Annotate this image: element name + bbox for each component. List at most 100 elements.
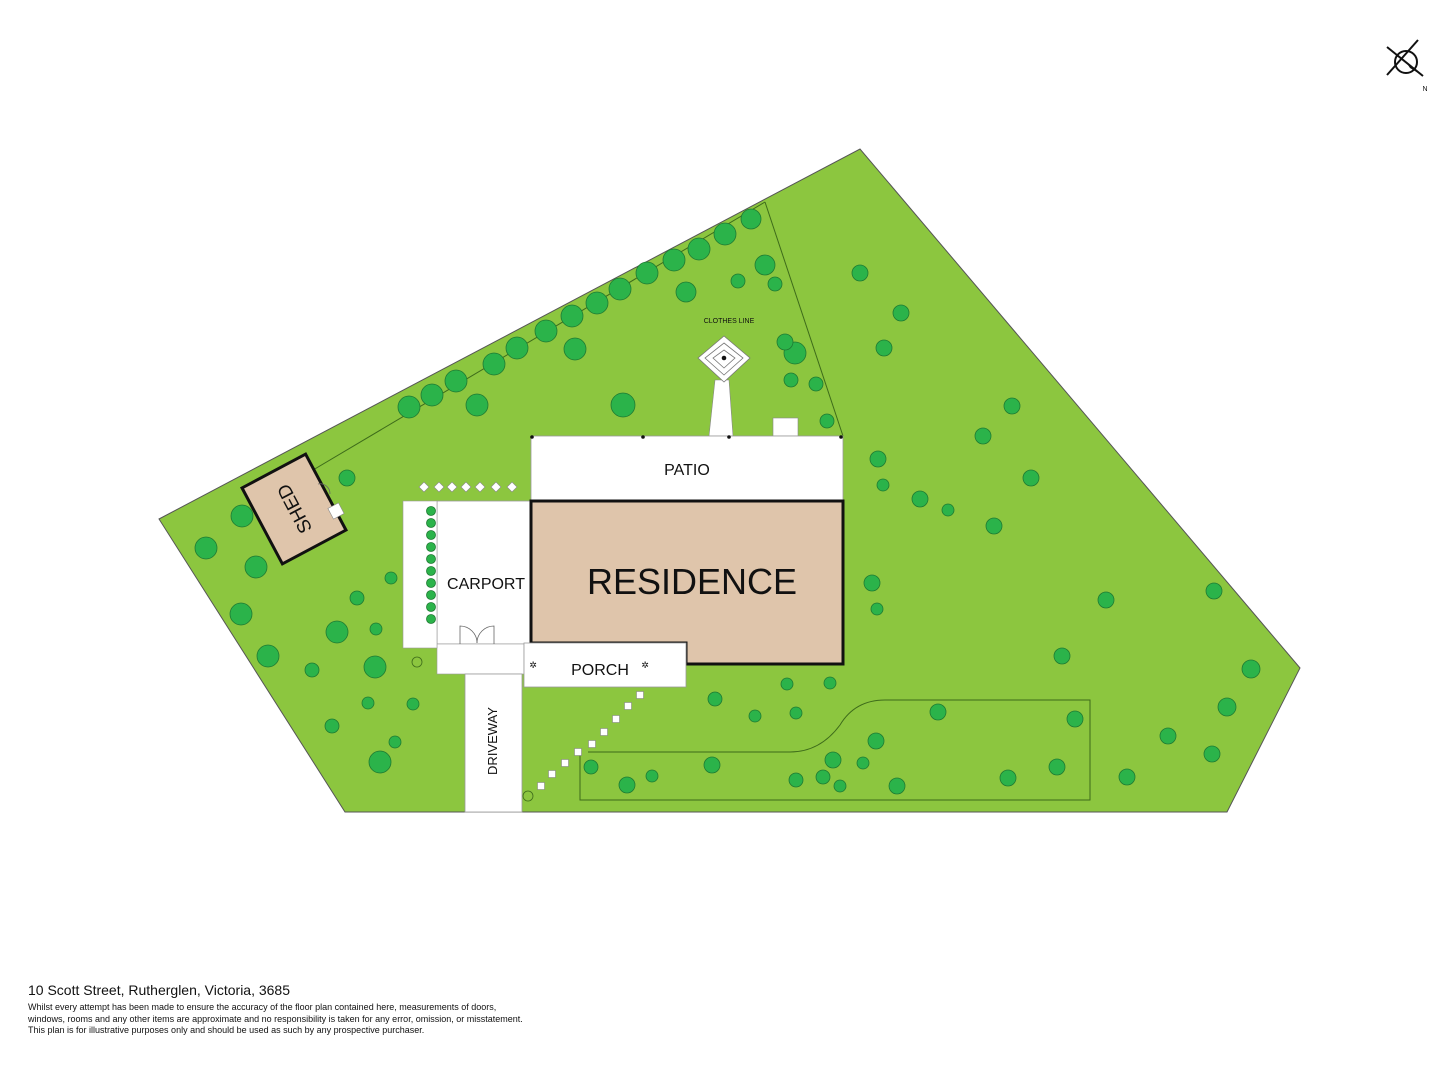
tree-icon	[645, 769, 659, 783]
tree-icon	[929, 703, 947, 721]
disclaimer: Whilst every attempt has been made to en…	[28, 1002, 668, 1037]
tree-icon	[505, 336, 529, 360]
tree-icon	[426, 614, 436, 624]
carport-entry	[436, 643, 525, 675]
shed	[239, 452, 349, 566]
star-post-icon: ✲	[641, 660, 649, 670]
shed-door-icon	[317, 483, 331, 495]
clothes-line-label: CLOTHES LINE	[704, 318, 755, 325]
tree-icon	[618, 776, 636, 794]
tree-icon	[1159, 727, 1177, 745]
tree-icon	[888, 777, 906, 795]
carport-label: CARPORT	[447, 576, 525, 593]
stepping-stone	[600, 728, 608, 736]
tree-icon	[789, 706, 803, 720]
stepping-stone	[612, 715, 620, 723]
tree-icon	[985, 517, 1003, 535]
tree-icon	[426, 518, 436, 528]
tree-icon	[363, 655, 387, 679]
tree-icon	[833, 779, 847, 793]
tree-icon	[444, 369, 468, 393]
driveway	[464, 673, 523, 813]
driveway-label: DRIVEWAY	[485, 707, 500, 775]
tree-icon	[194, 536, 218, 560]
tree-icon	[426, 542, 436, 552]
tree-icon	[324, 718, 340, 734]
tree-icon	[788, 772, 804, 788]
marker-diamond	[474, 481, 486, 493]
tree-icon	[675, 281, 697, 303]
tree-icon	[583, 759, 599, 775]
tree-icon	[892, 304, 910, 322]
property-address: 10 Scott Street, Rutherglen, Victoria, 3…	[28, 982, 291, 998]
tree-icon	[230, 504, 254, 528]
tree-icon	[1118, 768, 1136, 786]
residence-label: RESIDENCE	[587, 561, 797, 602]
tree-icon	[244, 555, 268, 579]
tree-icon	[863, 574, 881, 592]
tree-icon	[384, 571, 398, 585]
tree-icon	[780, 677, 794, 691]
tree-icon	[585, 291, 609, 315]
marker-diamond	[433, 481, 445, 493]
marker-diamond	[460, 481, 472, 493]
tree-icon	[397, 395, 421, 419]
tree-icon	[856, 756, 870, 770]
marker-diamond	[506, 481, 518, 493]
small-structure	[772, 417, 799, 437]
tree-icon	[911, 490, 929, 508]
stepping-stone	[561, 759, 569, 767]
tree-icon	[713, 222, 737, 246]
tree-icon	[426, 590, 436, 600]
stepping-stone	[636, 691, 644, 699]
tree-icon	[608, 277, 632, 301]
tree-icon	[1048, 758, 1066, 776]
tree-icon	[406, 697, 420, 711]
star-post-icon: ✲	[529, 660, 537, 670]
tree-icon	[426, 602, 436, 612]
tree-icon	[687, 237, 711, 261]
porch-label: PORCH	[571, 662, 629, 679]
stepping-stone	[588, 740, 596, 748]
tree-icon	[730, 273, 746, 289]
footer: 10 Scott Street, Rutherglen, Victoria, 3…	[28, 982, 668, 1037]
tree-icon	[426, 566, 436, 576]
tree-icon	[1066, 710, 1084, 728]
marker-diamond	[446, 481, 458, 493]
tree-icon	[819, 413, 835, 429]
compass-north-label: N	[1422, 86, 1427, 93]
tree-icon	[534, 319, 558, 343]
tree-icon	[754, 254, 776, 276]
tree-icon	[1241, 659, 1261, 679]
marker-diamond	[418, 481, 430, 493]
tree-icon	[876, 478, 890, 492]
tree-icon	[482, 352, 506, 376]
tree-icon	[748, 709, 762, 723]
tree-icon	[1053, 647, 1071, 665]
tree-icon	[783, 372, 799, 388]
tree-icon	[824, 751, 842, 769]
tree-icon	[369, 622, 383, 636]
tree-icon	[635, 261, 659, 285]
gate-icon	[459, 625, 495, 644]
markers	[418, 481, 644, 790]
garden-bed-outline	[579, 699, 1091, 801]
north-arrow-icon	[1386, 39, 1424, 77]
tree-icon	[808, 376, 824, 392]
patio-label: PATIO	[664, 462, 710, 479]
tree-icon	[304, 662, 320, 678]
tree-icon	[1205, 582, 1223, 600]
tree-icon	[703, 756, 721, 774]
tree-icon	[999, 769, 1017, 787]
clothes-line-icon	[697, 335, 751, 383]
tree-icon	[707, 691, 723, 707]
stepping-stone	[624, 702, 632, 710]
tree-icon	[426, 506, 436, 516]
tree-icon	[870, 602, 884, 616]
tree-icon	[1003, 397, 1021, 415]
tree-icon	[875, 339, 893, 357]
stepping-stone	[574, 748, 582, 756]
tree-icon	[560, 304, 584, 328]
tree-icon	[974, 427, 992, 445]
tree-icon	[420, 383, 444, 407]
